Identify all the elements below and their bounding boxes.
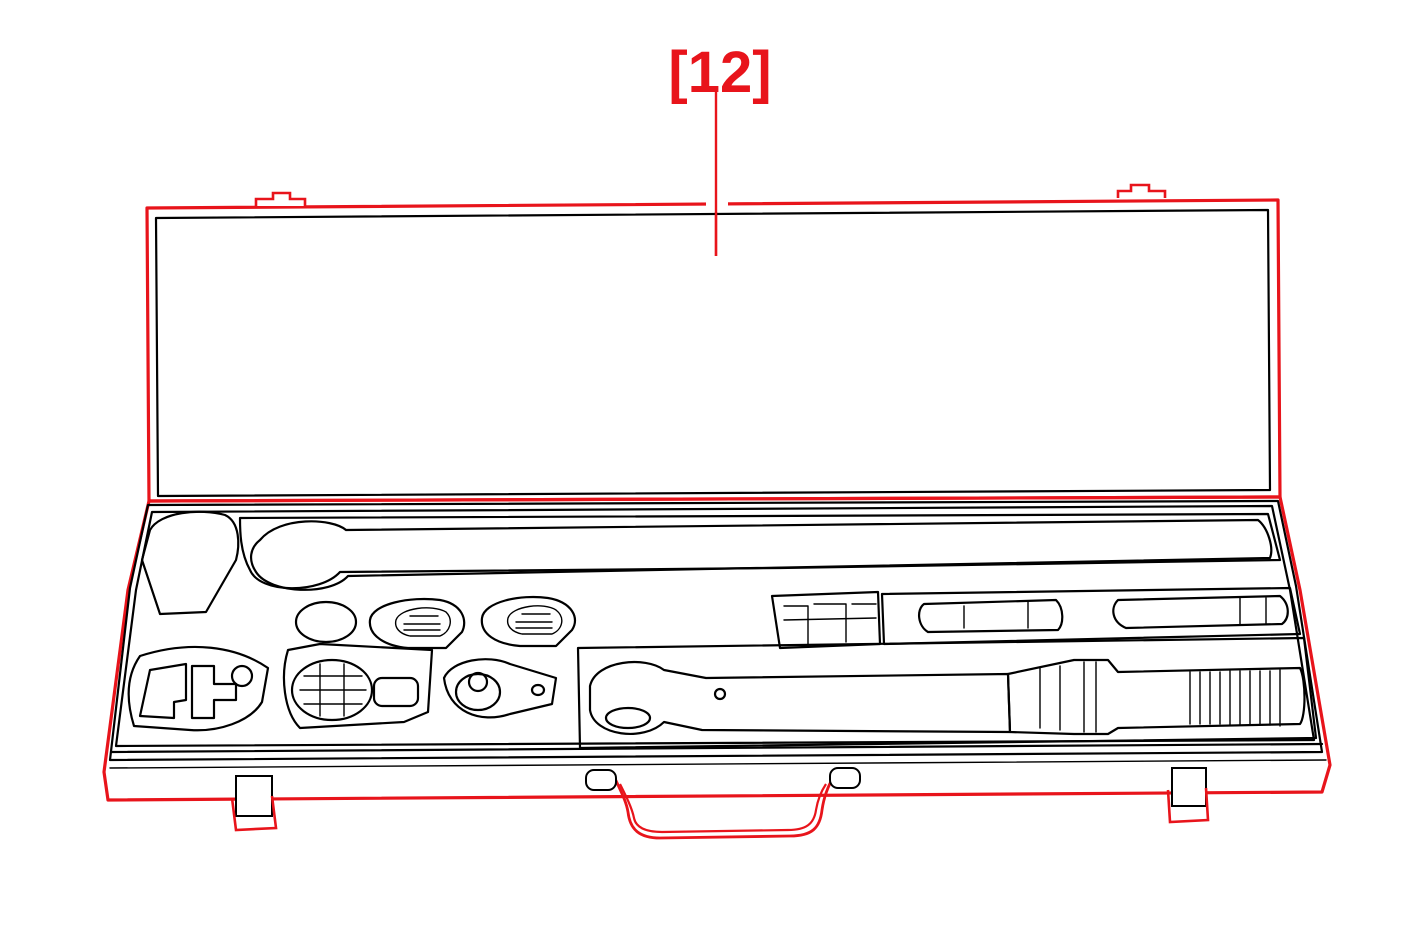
lid-hinge-left: [254, 191, 307, 206]
crowfoot-right: [480, 595, 577, 648]
extension-bar-recess: [238, 512, 1282, 590]
base-inner-rim: [108, 499, 1324, 762]
foam-tray: [114, 504, 1316, 748]
crowfoot-left: [368, 597, 466, 650]
ratchet-head-recess: [442, 658, 558, 719]
extension-bar: [250, 518, 1273, 591]
lid-outline: [145, 198, 1282, 503]
bit-holder-recess: [282, 642, 434, 730]
torque-wrench-recess: [576, 636, 1318, 750]
torque-wrench-head: [588, 660, 1012, 735]
case-base: [102, 495, 1332, 840]
latch-right: [1166, 767, 1210, 824]
lid-inner-border: [154, 208, 1272, 498]
cone-recess: [140, 510, 240, 616]
callout: [12]: [668, 40, 772, 256]
case-lid: [145, 183, 1282, 503]
base-outline: [102, 495, 1332, 802]
adapter-recess: [127, 645, 270, 732]
tool-recesses: [127, 510, 1318, 750]
base-front-edge-2: [109, 759, 1327, 769]
carry-handle: [585, 767, 861, 840]
callout-label: [12]: [668, 40, 771, 105]
extension-tray: [880, 586, 1302, 646]
socket-bays: [770, 590, 882, 650]
torque-wrench-handle: [1006, 658, 1306, 736]
base-front-edge: [110, 742, 1324, 754]
disc-recess: [294, 600, 358, 644]
latch-left: [230, 775, 278, 832]
lid-hinge-right: [1116, 183, 1167, 198]
